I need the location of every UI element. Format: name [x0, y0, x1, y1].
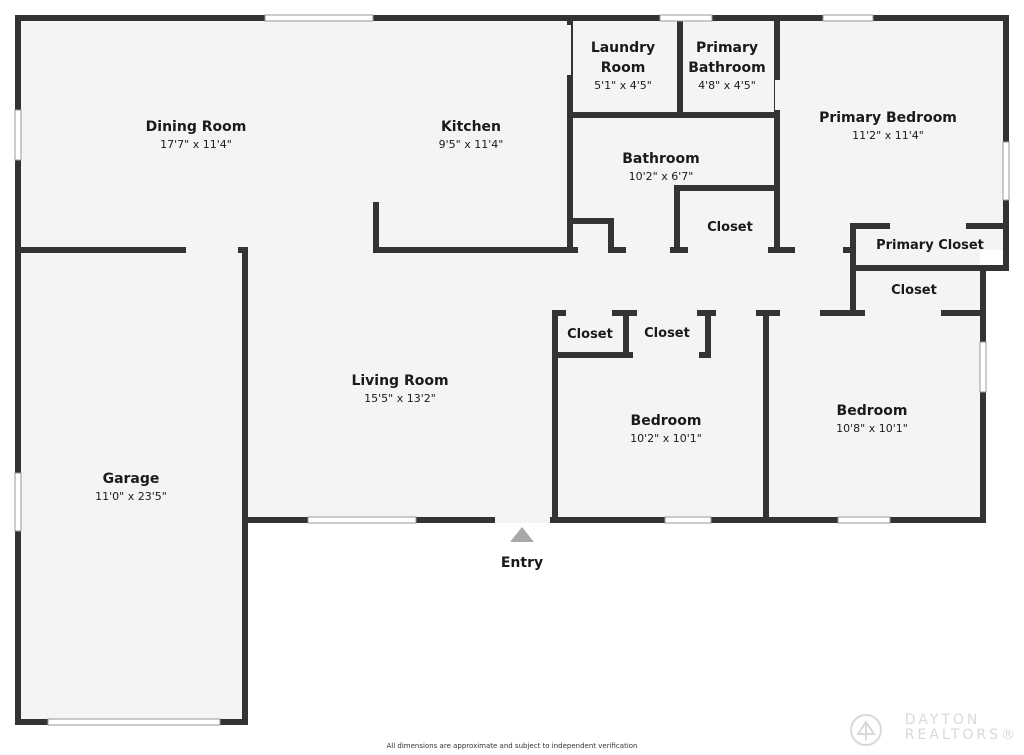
- entry-label: Entry: [501, 555, 543, 571]
- room-primary-bath-dim: 4'8" x 4'5": [698, 79, 756, 92]
- windows: [14, 14, 1010, 726]
- room-right-closet-name: Closet: [891, 283, 937, 298]
- room-dining-name: Dining Room: [146, 119, 247, 135]
- entry-arrow-icon: [510, 527, 534, 542]
- room-laundry-dim: 5'1" x 4'5": [594, 79, 652, 92]
- room-kitchen-dim: 9'5" x 11'4": [439, 138, 504, 151]
- room-bedroom1-name: Bedroom: [631, 413, 702, 429]
- logo-line1: DAYTON: [904, 712, 981, 728]
- room-bedroom2-dim: 10'8" x 10'1": [836, 422, 908, 435]
- room-dining-dim: 17'7" x 11'4": [160, 138, 232, 151]
- room-closet-a-name: Closet: [567, 327, 613, 342]
- room-bedroom1-dim: 10'2" x 10'1": [630, 432, 702, 445]
- room-laundry-name-line2: Room: [601, 60, 646, 76]
- room-bedroom2-name: Bedroom: [837, 403, 908, 419]
- room-hall-closet-name: Closet: [707, 220, 753, 235]
- room-primary-bath-name-line2: Bathroom: [688, 60, 766, 76]
- room-laundry-name-line1: Laundry: [591, 40, 655, 56]
- room-garage-name: Garage: [103, 471, 160, 487]
- room-kitchen-name: Kitchen: [441, 119, 501, 135]
- realtor-logo-icon: [850, 714, 882, 746]
- room-primary-closet-name: Primary Closet: [876, 238, 984, 253]
- room-closet-b-name: Closet: [644, 326, 690, 341]
- room-primary-bath-name-line1: Primary: [696, 40, 758, 56]
- room-garage-dim: 11'0" x 23'5": [95, 490, 167, 503]
- door-openings: [186, 25, 966, 523]
- room-living-name: Living Room: [351, 373, 448, 389]
- logo-line2: REALTORS®: [904, 727, 1018, 743]
- dayton-realtors-logo: DAYTON REALTORS®: [905, 713, 1018, 743]
- disclaimer-text: All dimensions are approximate and subje…: [386, 742, 638, 750]
- floor-fill: [18, 18, 1006, 722]
- room-primary-bedroom-name: Primary Bedroom: [819, 110, 957, 126]
- room-bathroom-dim: 10'2" x 6'7": [629, 170, 694, 183]
- room-bathroom-name: Bathroom: [622, 151, 700, 167]
- room-living-dim: 15'5" x 13'2": [364, 392, 436, 405]
- room-primary-bedroom-dim: 11'2" x 11'4": [852, 129, 924, 142]
